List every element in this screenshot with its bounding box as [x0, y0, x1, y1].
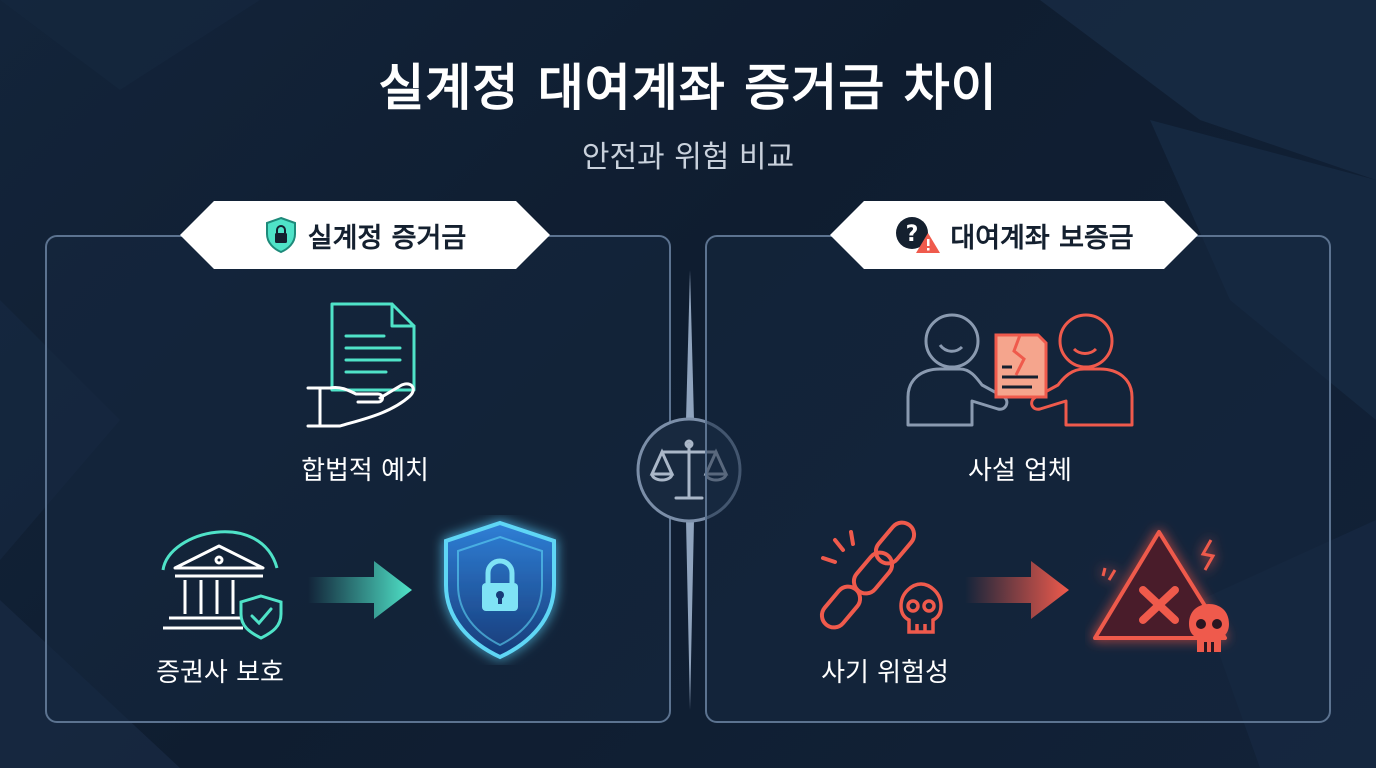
warning-triangle-skull-icon: [1093, 530, 1229, 652]
question-warning-icon: ?: [894, 215, 940, 255]
right-item-bottom-label: 사기 위험성: [821, 658, 949, 688]
arrow-right-icon: [308, 561, 412, 619]
arrow-right-icon: [965, 561, 1069, 619]
glowing-shield-lock-icon: [444, 520, 556, 660]
right-panel-heading-tag: ? 대여계좌 보증금: [830, 201, 1198, 269]
broken-chain-skull-icon: [819, 520, 943, 634]
right-panel: [705, 235, 1331, 723]
left-panel-heading: 실계정 증거금: [307, 222, 467, 254]
handshake-broken-contract-icon: [906, 313, 1134, 427]
left-item-top-label: 합법적 예치: [301, 456, 429, 486]
right-item-top-label: 사설 업체: [968, 456, 1072, 486]
shield-lock-icon: [264, 216, 298, 254]
page-title: 실계정 대여계좌 증거금 차이: [378, 59, 998, 117]
svg-text:?: ?: [906, 222, 919, 247]
left-item-bottom-label: 증권사 보호: [156, 658, 284, 688]
bank-shield-icon: [161, 530, 283, 640]
document-hand-icon: [306, 302, 416, 428]
left-panel-heading-tag: 실계정 증거금: [180, 201, 550, 269]
page-subtitle: 안전과 위험 비교: [581, 140, 795, 175]
right-panel-heading: 대여계좌 보증금: [950, 222, 1134, 254]
